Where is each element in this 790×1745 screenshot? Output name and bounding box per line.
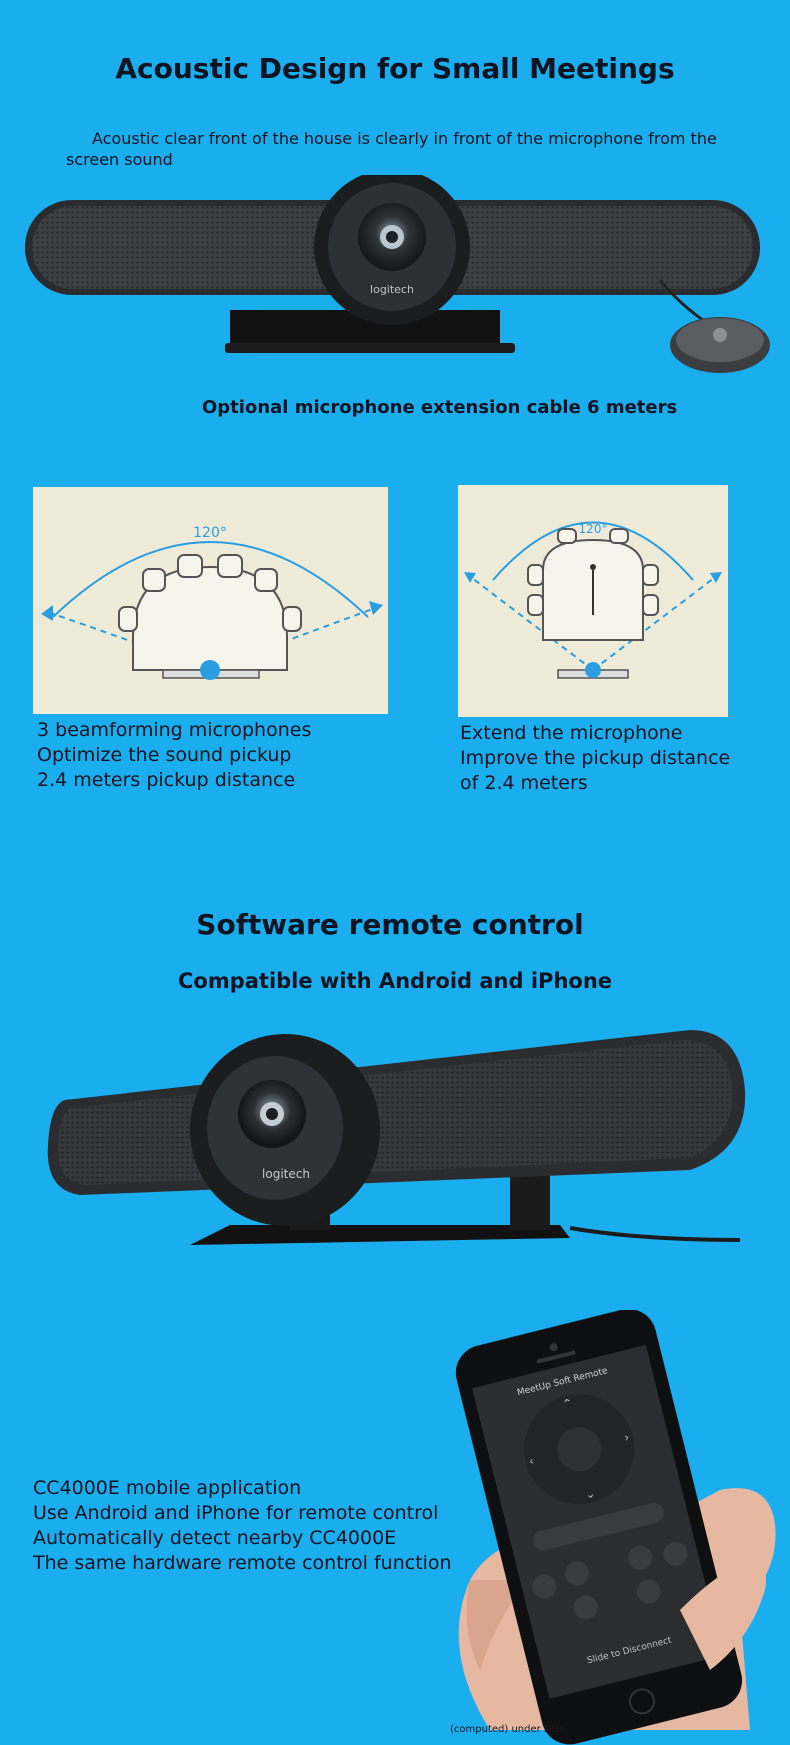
extended-mic-text: Extend the microphone Improve the pickup… bbox=[460, 721, 730, 796]
svg-text:‹: ‹ bbox=[528, 1454, 536, 1469]
camera-brand-text: logitech bbox=[370, 283, 414, 296]
svg-text:›: › bbox=[623, 1430, 631, 1445]
section-title-acoustic: Acoustic Design for Small Meetings bbox=[115, 52, 675, 85]
extended-mic-line: Improve the pickup distance bbox=[460, 747, 731, 769]
mobile-app-line: Automatically detect nearby CC4000E bbox=[33, 1527, 397, 1549]
svg-text:⌃: ⌃ bbox=[561, 1396, 574, 1412]
section-subtitle-acoustic: Acoustic clear front of the house is cle… bbox=[66, 129, 717, 169]
conference-camera-angled: logitech bbox=[47, 1030, 746, 1245]
extended-mic-line: Extend the microphone bbox=[460, 722, 683, 744]
mobile-app-line: Use Android and iPhone for remote contro… bbox=[33, 1502, 439, 1524]
angle-label-left: 120° bbox=[193, 525, 227, 541]
section-title-software: Software remote control bbox=[196, 908, 584, 941]
beamforming-line: Optimize the sound pickup bbox=[37, 744, 292, 766]
beamforming-text: 3 beamforming microphones Optimize the s… bbox=[37, 718, 311, 793]
svg-text:⌄: ⌄ bbox=[584, 1486, 597, 1502]
phone-footer-text: (computed) under NDA bbox=[450, 1724, 566, 1735]
beamforming-diagram: 120° bbox=[33, 487, 388, 714]
extended-mic-line: of 2.4 meters bbox=[460, 772, 588, 794]
mobile-app-line: CC4000E mobile application bbox=[33, 1477, 302, 1499]
beamforming-line: 2.4 meters pickup distance bbox=[37, 769, 296, 791]
mobile-app-line: The same hardware remote control functio… bbox=[33, 1552, 452, 1574]
extended-mic-diagram: 120° bbox=[458, 485, 728, 717]
camera-brand-text-2: logitech bbox=[262, 1167, 310, 1181]
beamforming-line: 3 beamforming microphones bbox=[37, 719, 312, 741]
mobile-app-text: CC4000E mobile application Use Android a… bbox=[33, 1476, 452, 1576]
section-subtitle-compatible: Compatible with Android and iPhone bbox=[177, 969, 613, 993]
mic-extension-caption: Optional microphone extension cable 6 me… bbox=[202, 397, 678, 418]
phone-in-hand: MeetUp Soft Remote ⌃ ⌄ ‹ › Slide to Disc… bbox=[450, 1310, 776, 1745]
conference-camera-front: logitech bbox=[25, 175, 770, 373]
angle-label-right: 120° bbox=[579, 522, 608, 536]
